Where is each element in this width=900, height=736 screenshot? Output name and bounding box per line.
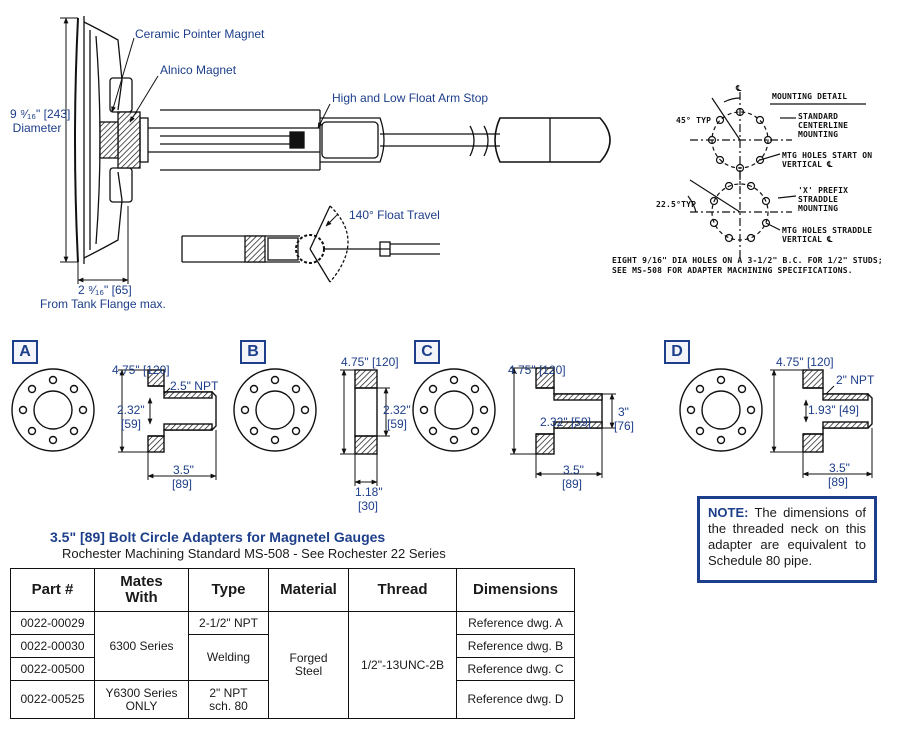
mtg-straddle-line-2: VERTICAL ℄ — [782, 235, 833, 244]
standard-line-3: MOUNTING — [798, 130, 839, 139]
type-npt-2-1: 2" NPT — [209, 685, 248, 700]
float-travel-label: 140° Float Travel — [349, 208, 440, 222]
adapter-a-width: 4.75" [120] — [112, 363, 170, 377]
diameter-word: Diameter — [12, 121, 62, 135]
adapter-d-width: 4.75" [120] — [776, 355, 834, 369]
adapter-c-od-1: 3" — [618, 405, 629, 419]
adapter-b-badge: B — [240, 340, 266, 364]
header-part: Part # — [10, 568, 95, 612]
mtg-straddle-line-1: MTG HOLES STRADDLE — [782, 226, 873, 235]
mtg-start-line-1: MTG HOLES START ON — [782, 151, 873, 160]
adapter-b-bore-2: [59] — [387, 417, 408, 431]
section-title: 3.5" [89] Bolt Circle Adapters for Magne… — [50, 529, 386, 545]
standard-line-1: STANDARD — [798, 112, 839, 121]
mates-y-1: Y6300 Series — [105, 685, 178, 700]
adapter-a-bc-1: 3.5" — [173, 463, 194, 477]
dims-ref: Reference dwg. C — [456, 657, 575, 681]
adapter-c-badge: C — [414, 340, 440, 364]
note-label: NOTE: — [708, 505, 749, 520]
adapter-a-bc-2: [89] — [172, 477, 193, 491]
angle-45-label: 45° TYP — [676, 116, 712, 125]
adapter-d-bc-2: [89] — [828, 475, 849, 489]
centerline-symbol: ℄ — [736, 84, 742, 93]
diameter-value: 9 ⁹⁄₁₆" [243] — [10, 107, 71, 121]
adapter-d-drawing — [679, 368, 873, 453]
adapter-a-bore-2: [59] — [121, 417, 142, 431]
adapter-a-badge: A — [12, 340, 38, 364]
flange-word: From Tank Flange max. — [40, 297, 166, 311]
part-number: 0022-00029 — [10, 611, 95, 635]
mtg-start-line-2: VERTICAL ℄ — [782, 160, 833, 169]
section-subtitle: Rochester Machining Standard MS-508 - Se… — [62, 546, 446, 561]
xprefix-line-3: MOUNTING — [798, 204, 839, 213]
adapter-d-bore: 1.93" [49] — [808, 403, 859, 417]
gauge-assembly-drawing — [74, 16, 611, 283]
table-row: 0022-00029 6300 Series 2-1/2" NPT Forged… — [10, 611, 575, 719]
mounting-note-line-2: SEE MS-508 FOR ADAPTER MACHINING SPECIFI… — [612, 266, 853, 275]
type-npt-25: 2-1/2" NPT — [188, 611, 269, 635]
adapter-d-badge: D — [664, 340, 690, 364]
dims-ref: Reference dwg. B — [456, 634, 575, 658]
table-row: 0022-00500 Reference dwg. C — [10, 657, 575, 681]
adapter-b-bore-1: 2.32" — [383, 403, 411, 417]
header-dimensions: Dimensions — [456, 568, 575, 612]
header-mates-2: With — [125, 589, 158, 606]
part-number: 0022-00525 — [10, 680, 95, 719]
flange-value: 2 ⁹⁄₁₆" [65] — [78, 283, 132, 297]
adapter-d-thread: 2" NPT — [836, 373, 875, 387]
adapter-b-thick-2: [30] — [358, 499, 379, 513]
adapter-a-bore-1: 2.32" — [117, 403, 145, 417]
adapter-c-od-2: [76] — [614, 419, 635, 433]
adapter-c-bore: 2.32" [59] — [540, 415, 591, 429]
dims-ref: Reference dwg. A — [456, 611, 575, 635]
type-npt-2-2: sch. 80 — [209, 698, 248, 713]
type-welding: Welding — [188, 634, 269, 681]
schedule-80-note: NOTE: The dimensions of the threaded nec… — [697, 496, 877, 583]
header-material: Material — [268, 568, 349, 612]
mounting-detail-title: MOUNTING DETAIL — [772, 92, 848, 101]
xprefix-line-2: STRADDLE — [798, 195, 839, 204]
adapter-b-thick-1: 1.18" — [355, 485, 383, 499]
part-number: 0022-00030 — [10, 634, 95, 658]
mates-y-2: ONLY — [125, 698, 158, 713]
adapter-c-width: 4.75" [120] — [508, 363, 566, 377]
ceramic-pointer-magnet-label: Ceramic Pointer Magnet — [135, 27, 265, 41]
thread-cell: 1/2"-13UNC-2B — [348, 611, 457, 719]
adapter-b-drawing — [233, 368, 378, 455]
xprefix-line-1: 'X' PREFIX — [798, 186, 849, 195]
material-1: Forged — [289, 651, 328, 665]
mates-6300: 6300 Series — [94, 611, 189, 681]
mounting-note-line-1: EIGHT 9/16" DIA HOLES ON A 3-1/2" B.C. F… — [612, 256, 883, 265]
adapter-a-drawing — [11, 368, 217, 453]
adapter-b-width: 4.75" [120] — [341, 355, 399, 369]
header-thread: Thread — [348, 568, 457, 612]
adapter-d-bc-1: 3.5" — [829, 461, 850, 475]
material-2: Steel — [294, 664, 323, 678]
adapter-c-bc-1: 3.5" — [563, 463, 584, 477]
dims-ref: Reference dwg. D — [456, 680, 575, 719]
adapter-c-drawing — [412, 367, 603, 455]
adapter-a-thread: 2.5" NPT — [170, 379, 219, 393]
header-mates-1: Mates — [120, 573, 163, 590]
adapter-c-bc-2: [89] — [562, 477, 583, 491]
mounting-detail-drawing — [687, 92, 866, 260]
angle-22-label: 22.5°TYP — [656, 200, 697, 209]
note-text: The dimensions of the threaded neck on t… — [708, 505, 866, 568]
float-arm-stop-label: High and Low Float Arm Stop — [332, 91, 489, 105]
header-type: Type — [188, 568, 269, 612]
alnico-magnet-label: Alnico Magnet — [160, 63, 237, 77]
standard-line-2: CENTERLINE — [798, 121, 849, 130]
part-number: 0022-00500 — [10, 657, 95, 681]
